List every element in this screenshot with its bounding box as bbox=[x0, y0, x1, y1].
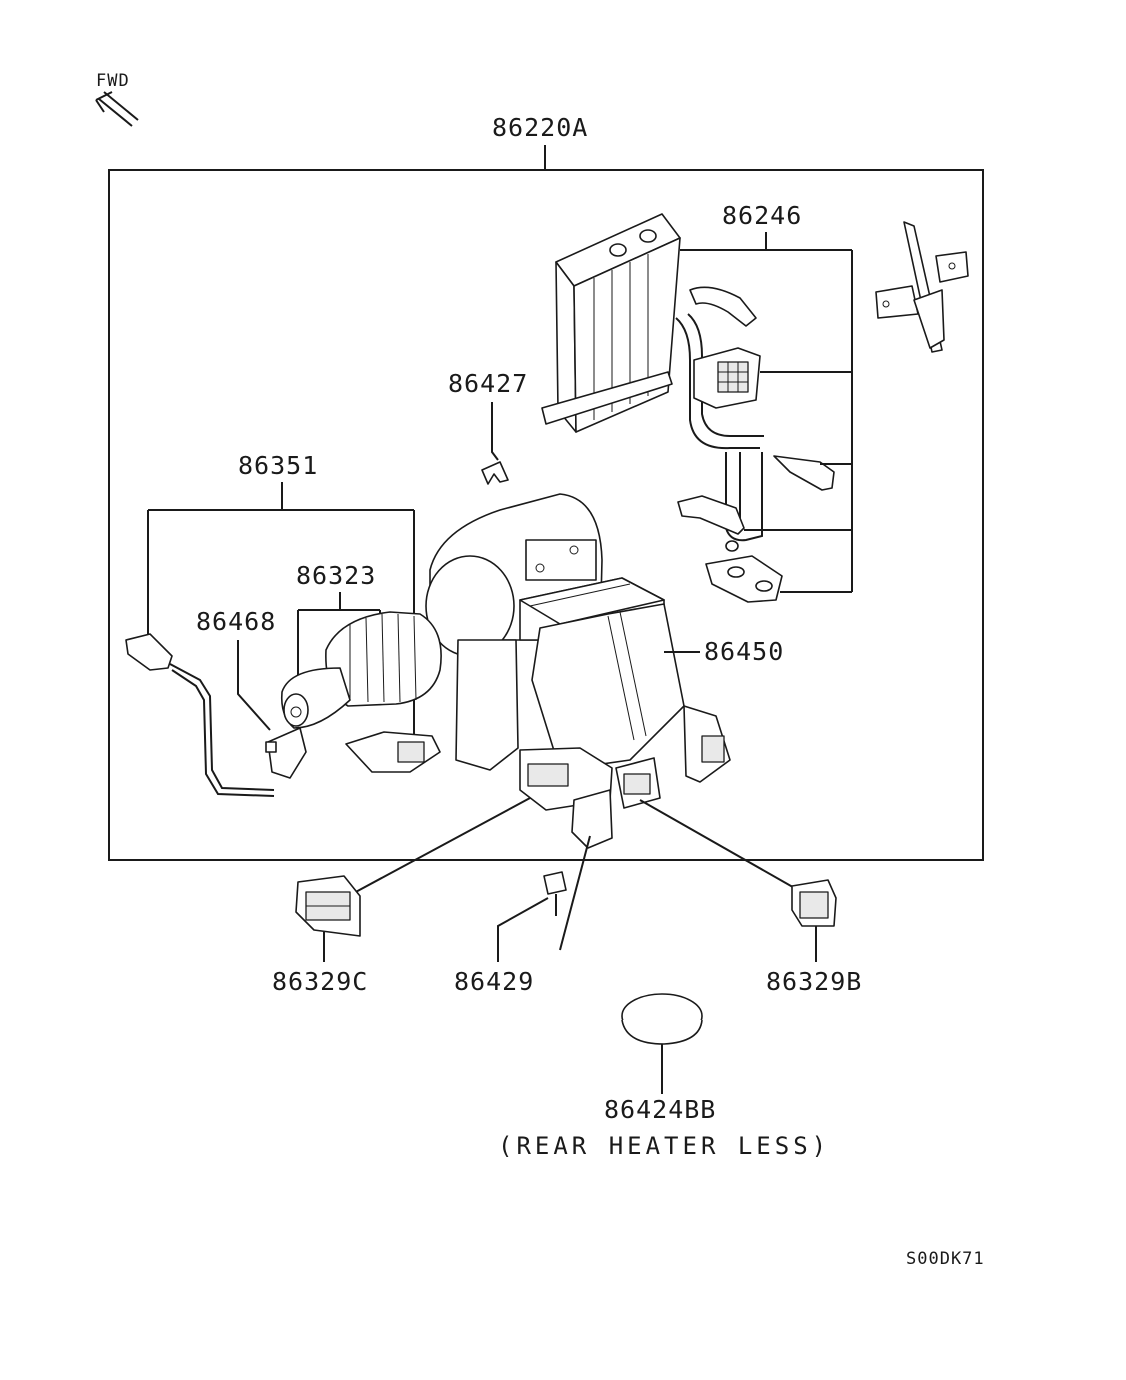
leader-86427 bbox=[491, 402, 499, 461]
note-rear-heater-less: (REAR HEATER LESS) bbox=[498, 1132, 830, 1160]
label-86323: 86323 bbox=[296, 561, 376, 590]
resistor-and-harness bbox=[125, 633, 441, 797]
leaders-lower bbox=[351, 797, 799, 951]
mounting-bracket bbox=[875, 221, 969, 353]
label-86468: 86468 bbox=[196, 607, 276, 636]
clip-part bbox=[481, 461, 509, 485]
heater-pipes bbox=[675, 286, 835, 603]
leader-86246 bbox=[680, 232, 853, 593]
label-86329B: 86329B bbox=[766, 967, 862, 996]
label-86450: 86450 bbox=[704, 637, 784, 666]
screw-86429 bbox=[543, 871, 567, 916]
label-86351: 86351 bbox=[238, 451, 318, 480]
label-86424BB: 86424BB bbox=[604, 1095, 716, 1124]
heater-core bbox=[541, 213, 681, 433]
blower-case bbox=[425, 493, 731, 849]
label-86429: 86429 bbox=[454, 967, 534, 996]
label-86220A: 86220A bbox=[492, 113, 588, 142]
diagram-code: S00DK71 bbox=[906, 1249, 985, 1269]
fwd-arrow: FWD bbox=[95, 71, 139, 127]
plug-86424BB bbox=[621, 993, 703, 1045]
fwd-label: FWD bbox=[96, 71, 130, 91]
fan-motor bbox=[280, 611, 442, 729]
leader-86429 bbox=[497, 897, 549, 962]
duct-86329B bbox=[791, 879, 837, 927]
label-86246: 86246 bbox=[722, 201, 802, 230]
duct-86329C bbox=[295, 875, 361, 937]
label-86427: 86427 bbox=[448, 369, 528, 398]
leader-86468 bbox=[237, 640, 271, 731]
label-86329C: 86329C bbox=[272, 967, 368, 996]
assembly-frame bbox=[108, 169, 984, 861]
